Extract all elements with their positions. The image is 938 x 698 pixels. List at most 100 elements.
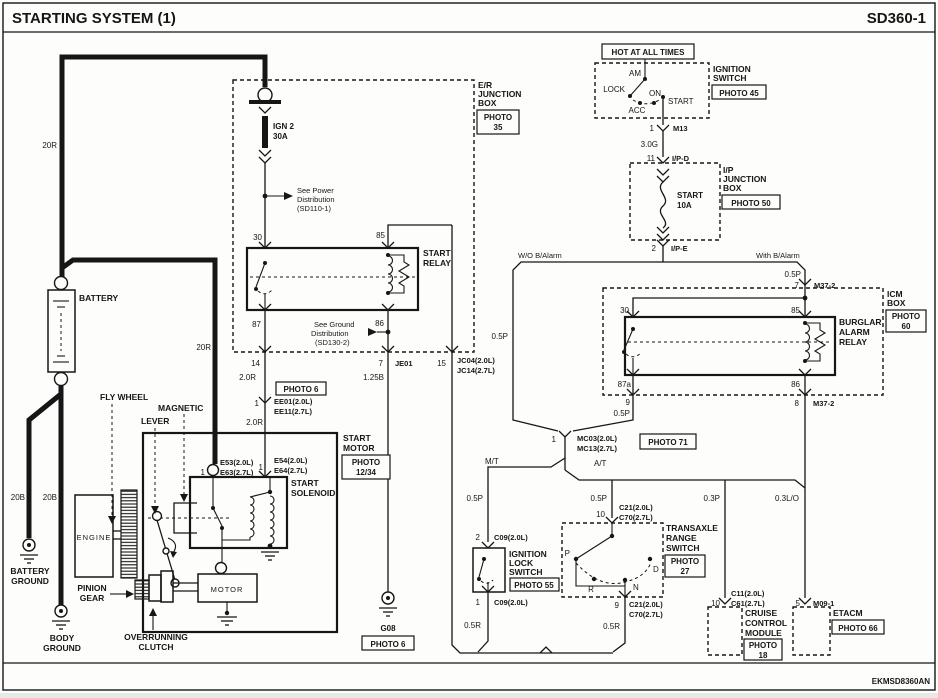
icm-photo2: 60	[902, 322, 911, 331]
c09-pin-top: 2	[476, 533, 481, 542]
mc-photo: PHOTO 71	[648, 438, 688, 447]
cruise-name3: MODULE	[745, 628, 782, 638]
pos-acc: ACC	[629, 106, 646, 115]
conn-c11: C11(2.0L)	[731, 589, 765, 598]
g08-ground-icon: G08 PHOTO 6	[361, 591, 415, 651]
pos-p: P	[565, 549, 570, 558]
conn-7: 7	[379, 359, 384, 368]
cruise-photo: PHOTO	[749, 641, 777, 650]
icm-photo: PHOTO	[892, 312, 920, 321]
pinion-gear	[134, 579, 150, 600]
battery-circuit: 20R 20R 20B 20B BATTERY BATTERY GROUND	[10, 54, 268, 653]
wire-label-20b: 20B	[11, 493, 25, 502]
burglar-relay-name2: ALARM	[839, 327, 870, 337]
start-fuse-amp: 10A	[677, 201, 692, 210]
icm-name: ICM	[887, 289, 903, 299]
pos-start: START	[668, 97, 694, 106]
ground-distribution-note: See Ground Distribution (SD130-2)	[311, 320, 391, 347]
svg-text:Distribution: Distribution	[311, 329, 349, 338]
mc-connector: 1 MC03(2.0L) MC13(2.7L) PHOTO 71 M/T A/T…	[467, 430, 806, 598]
doc-code: EKMSD8360AN	[872, 677, 930, 686]
start-solenoid: START SOLENOID	[188, 475, 335, 562]
m37-pin9: 9	[626, 398, 631, 407]
battery-ground-label2: GROUND	[11, 576, 49, 586]
svg-text:(SD110-1): (SD110-1)	[297, 204, 332, 213]
wire-label-20b-2: 20B	[43, 493, 57, 502]
wire-05p-at: 0.5P	[591, 494, 607, 503]
ip-box-name: I/P	[723, 165, 734, 175]
conn-mc13: MC13(2.7L)	[577, 444, 618, 453]
engine-group: ENGINE	[74, 489, 198, 603]
conn-c21-bot: C21(2.0L)	[629, 600, 663, 609]
ign2-fuse-amp: 30A	[273, 132, 288, 141]
er-photo-ref: PHOTO	[484, 113, 512, 122]
ign-lock-name2: LOCK	[509, 558, 534, 568]
pinion-label2: GEAR	[80, 593, 105, 603]
pinion-label: PINION	[77, 583, 106, 593]
wire-label-20r-2: 20R	[196, 343, 211, 352]
wire-2-0r-2: 2.0R	[246, 418, 263, 427]
conn-m37-top: M37-2	[814, 281, 835, 290]
start-relay-pin86: 86	[375, 319, 384, 328]
solenoid-label2: SOLENOID	[291, 488, 335, 498]
transaxle-photo: PHOTO	[671, 557, 699, 566]
svg-text:See Power: See Power	[297, 186, 334, 195]
conn-c09-bot: C09(2.0L)	[494, 598, 528, 607]
photo6-ref: PHOTO 6	[284, 385, 320, 394]
ip-junction-box: I/P JUNCTION BOX PHOTO 50 START 10A 2 I/…	[629, 162, 781, 262]
transaxle-name: TRANSAXLE	[666, 523, 718, 533]
pos-n: N	[633, 583, 639, 592]
ignition-switch: HOT AT ALL TIMES IGNITION SWITCH PHOTO 4…	[594, 43, 767, 164]
ignition-switch-photo: PHOTO 45	[719, 89, 759, 98]
arrow-down-icon	[108, 516, 116, 524]
motor-label: MOTOR	[211, 585, 244, 594]
start-relay-name: START	[423, 248, 452, 258]
svg-text:See Ground: See Ground	[314, 320, 354, 329]
conn-e63: E63(2.7L)	[220, 468, 254, 477]
cruise-name2: CONTROL	[745, 618, 787, 628]
svg-text:Distribution: Distribution	[297, 195, 335, 204]
clutch-label: OVERRUNNING	[124, 632, 188, 642]
wire-label-20r: 20R	[42, 141, 57, 150]
ignition-switch-name: IGNITION	[713, 64, 751, 74]
start-motor-assembly: START MOTOR PHOTO 12/34 1 E53(2.0L) E63(…	[141, 431, 391, 634]
transaxle-name3: SWITCH	[666, 543, 700, 553]
wire-05p-wo: 0.5P	[492, 332, 508, 341]
er-box-name2: JUNCTION	[478, 89, 521, 99]
icm-name2: BOX	[887, 298, 906, 308]
c11-pin: 10	[711, 599, 720, 608]
start-relay-pin30: 30	[253, 233, 262, 242]
battery-ground-icon: BATTERY GROUND	[10, 538, 50, 586]
start-relay-pin87: 87	[252, 320, 261, 329]
conn-m37-bot: M37-2	[813, 399, 834, 408]
flywheel-label: FLY WHEEL	[100, 392, 148, 402]
ee01-pin: 1	[255, 399, 260, 408]
mc-pin: 1	[552, 435, 557, 444]
body-ground-label2: GROUND	[43, 643, 81, 653]
overrunning-clutch	[148, 574, 162, 602]
burglar-pin86: 86	[791, 380, 800, 389]
burglar-pin87a: 87a	[618, 380, 632, 389]
conn-c21-top: C21(2.0L)	[619, 503, 653, 512]
start-relay-pin85: 85	[376, 231, 385, 240]
alarm-branches: W/O B/Alarm With B/Alarm 0.5P 0.5P 7 M37…	[492, 251, 835, 432]
ign-lock-photo: PHOTO 55	[514, 581, 554, 590]
conn-ipd: I/P-D	[672, 154, 690, 163]
wo-balarm-label: W/O B/Alarm	[518, 251, 562, 260]
etacm-photo: PHOTO 66	[838, 624, 878, 633]
er-box-name3: BOX	[478, 98, 497, 108]
ign2-fuse-label: IGN 2	[273, 122, 294, 131]
conn-e54: E54(2.0L)	[274, 456, 308, 465]
page-title: STARTING SYSTEM (1)	[12, 10, 176, 27]
svg-text:(SD130-2): (SD130-2)	[315, 338, 350, 347]
conn-je01: JE01	[395, 359, 413, 368]
wire-03p: 0.3P	[704, 494, 720, 503]
transaxle-name2: RANGE	[666, 533, 697, 543]
ipe-pin: 2	[652, 244, 657, 253]
wire-05p-87a: 0.5P	[614, 409, 630, 418]
return-merge	[451, 352, 613, 654]
flywheel	[120, 489, 138, 579]
burglar-relay-name: BURGLAR	[839, 317, 882, 327]
c21-pin-top: 10	[596, 510, 605, 519]
